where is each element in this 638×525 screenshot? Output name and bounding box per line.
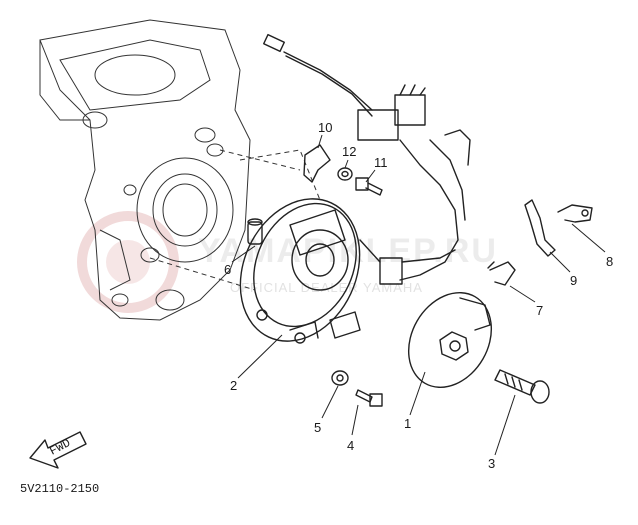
part-4-screw — [355, 389, 383, 407]
part-11-bolt — [355, 177, 383, 196]
part-8-clip — [557, 204, 593, 223]
part-2-base-plate — [239, 198, 456, 344]
front-direction-marker: FWD — [29, 431, 87, 469]
callout-10: 10 — [318, 120, 332, 135]
callout-numbers: 1 2 3 4 5 6 7 8 9 10 11 12 — [224, 120, 613, 471]
callout-6: 6 — [224, 262, 231, 277]
part-12-washer — [337, 167, 353, 181]
part-6-dowel-pin — [247, 218, 263, 245]
part-1-rotor-plate — [407, 292, 493, 388]
callout-5: 5 — [314, 420, 321, 435]
alignment-lines — [149, 149, 321, 291]
part-code-label: 5V2110-2150 — [20, 482, 99, 496]
callout-4: 4 — [347, 438, 354, 453]
callout-leaders — [231, 134, 606, 456]
part-3-bolt — [494, 369, 550, 404]
part-10-clamp — [303, 144, 331, 183]
front-marker-label: FWD — [47, 436, 73, 459]
watermark-sub-text: OFFICIAL DEALER YAMAHA — [230, 280, 423, 295]
callout-9: 9 — [570, 273, 577, 288]
callout-2: 2 — [230, 378, 237, 393]
callout-8: 8 — [606, 254, 613, 269]
callout-3: 3 — [488, 456, 495, 471]
callout-11: 11 — [374, 155, 388, 170]
wire-harness — [263, 33, 471, 281]
part-5-washer — [331, 370, 349, 386]
watermark: YAMAPIKLEP.RU OFFICIAL DEALER YAMAHA — [77, 211, 496, 313]
engine-crankcase — [39, 19, 251, 321]
part-9-bracket — [524, 199, 556, 257]
callout-1: 1 — [404, 416, 411, 431]
callout-7: 7 — [536, 303, 543, 318]
part-7-cable-clamp — [487, 261, 516, 286]
callout-12: 12 — [342, 144, 356, 159]
